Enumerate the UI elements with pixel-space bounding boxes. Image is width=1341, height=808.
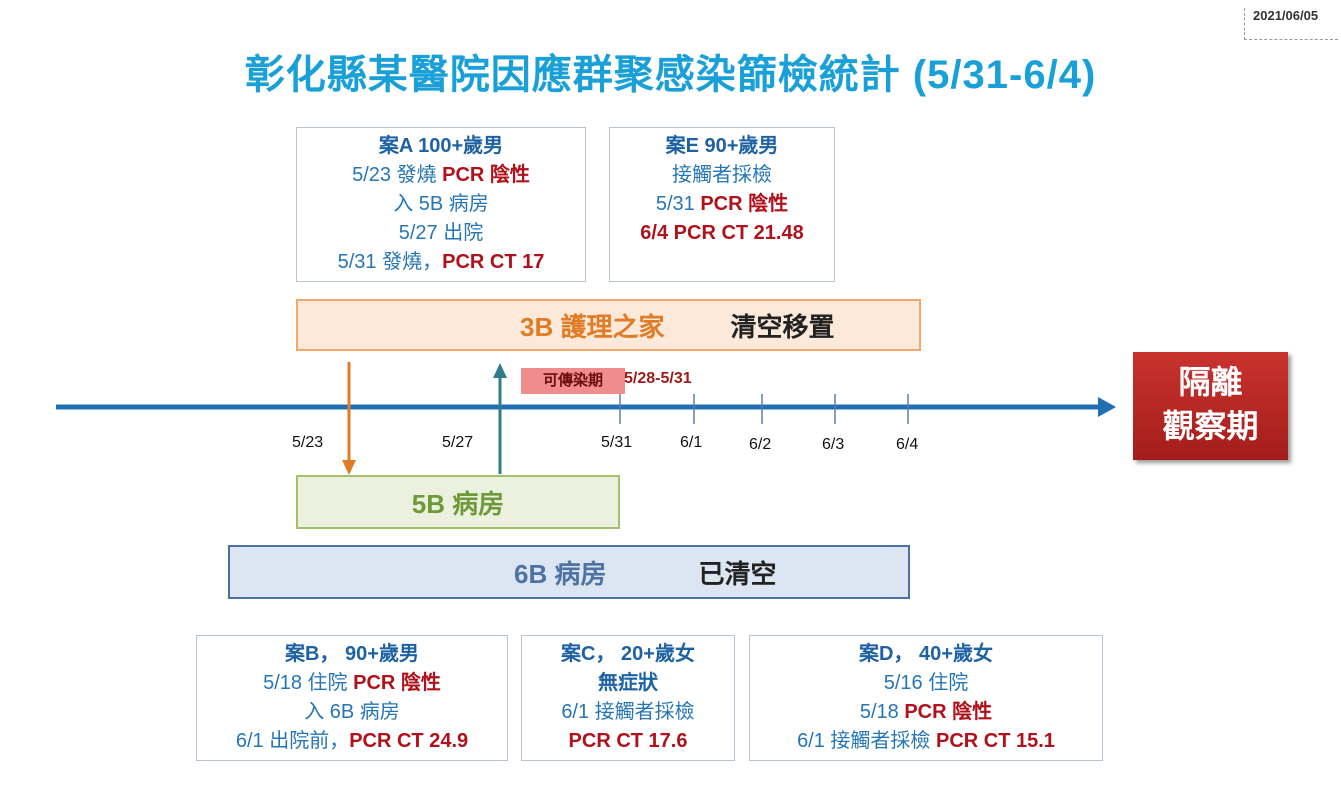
case-a-header: 案A 100+歲男 [378, 135, 504, 157]
case-c-line3: PCR CT 17.6 [568, 730, 688, 752]
tick-label: 6/2 [749, 436, 772, 453]
page-title: 彰化縣某醫院因應群聚感染篩檢統計 (5/31-6/4) [244, 53, 1097, 97]
case-b-line2: 入 6B 病房 [304, 701, 400, 723]
case-d-header: 案D， 40+歲女 [859, 643, 993, 665]
case-d-line1: 5/16 住院 [883, 672, 969, 694]
case-d-line2-date: 5/18 [859, 701, 899, 723]
case-b-line1-result: PCR 陰性 [353, 672, 441, 694]
case-b-line3: 6/1 出院前，PCR CT 24.9 [197, 727, 507, 756]
infectious-period-range: 5/28-5/31 [624, 370, 692, 387]
case-e-line2: 5/31 PCR 陰性 [610, 190, 834, 219]
case-b-header: 案B， 90+歲男 [285, 643, 419, 665]
case-d-line3-date: 6/1 接觸者採檢 [797, 730, 931, 752]
tick-label: 5/23 [292, 434, 324, 451]
transfer-arrow-down-head [342, 460, 356, 475]
case-a-card: 案A 100+歲男 5/23 發燒 PCR 陰性 入 5B 病房 5/27 出院… [296, 127, 586, 282]
case-c-header: 案C， 20+歲女 [561, 643, 695, 665]
case-e-line1: 接觸者採檢 [672, 164, 772, 186]
case-b-line3-result: PCR CT 24.9 [349, 730, 469, 752]
tick-label: 5/31 [601, 434, 633, 451]
case-e-line2-result: PCR 陰性 [700, 193, 789, 215]
case-d-line2: 5/18 PCR 陰性 [750, 698, 1102, 727]
case-d-line3-result: PCR CT 15.1 [935, 730, 1055, 752]
case-b-line3-date: 6/1 出院前， [235, 730, 350, 752]
ward-3b-band: 3B 護理之家 清空移置 [296, 299, 921, 351]
case-a-line4-date: 5/31 發燒， [337, 251, 443, 273]
ward-5b-band: 5B 病房 [296, 475, 620, 529]
case-e-line3-date: 6/4 [640, 222, 669, 244]
case-e-line3: 6/4 PCR CT 21.48 [610, 219, 834, 248]
quarantine-period-box: 隔離 觀察期 [1133, 352, 1288, 460]
ward-6b-band: 6B 病房 已清空 [228, 545, 910, 599]
ward-6b-name: 6B 病房 [514, 558, 607, 589]
case-e-line3-result: PCR CT 21.48 [673, 222, 804, 244]
case-a-line1: 5/23 發燒 PCR 陰性 [297, 161, 585, 190]
ward-6b-status: 已清空 [698, 558, 777, 589]
quarantine-line1: 隔離 [1178, 364, 1243, 400]
case-e-card: 案E 90+歲男 接觸者採檢 5/31 PCR 陰性 6/4 PCR CT 21… [609, 127, 835, 282]
ward-5b-name: 5B 病房 [411, 488, 505, 519]
case-a-line4-result: PCR CT 17 [442, 251, 545, 273]
case-b-line1: 5/18 住院 PCR 陰性 [197, 669, 507, 698]
transfer-arrow-up-head [493, 363, 507, 378]
tick-label: 5/27 [442, 434, 474, 451]
case-a-line1-result: PCR 陰性 [442, 164, 530, 186]
case-a-line1-date: 5/23 發燒 [352, 164, 437, 186]
case-d-line2-result: PCR 陰性 [904, 701, 993, 723]
tick-label: 6/4 [896, 436, 919, 453]
case-c-card: 案C， 20+歲女 無症狀 6/1 接觸者採檢 PCR CT 17.6 [521, 635, 735, 761]
case-d-line3: 6/1 接觸者採檢 PCR CT 15.1 [750, 727, 1102, 756]
date-stamp: 2021/06/05 [1244, 8, 1338, 40]
case-e-header: 案E 90+歲男 [665, 135, 779, 157]
quarantine-line2: 觀察期 [1162, 408, 1259, 444]
case-a-line2: 入 5B 病房 [393, 193, 489, 215]
case-d-card: 案D， 40+歲女 5/16 住院 5/18 PCR 陰性 6/1 接觸者採檢 … [749, 635, 1103, 761]
timeline-arrowhead [1098, 397, 1116, 417]
case-a-line3: 5/27 出院 [398, 222, 484, 244]
ward-3b-status: 清空移置 [730, 311, 835, 342]
tick-label: 6/3 [822, 436, 845, 453]
case-c-line2: 6/1 接觸者採檢 [561, 701, 695, 723]
ward-3b-name: 3B 護理之家 [520, 311, 665, 342]
case-c-line1: 無症狀 [598, 672, 658, 694]
case-e-line2-date: 5/31 [655, 193, 695, 215]
case-b-card: 案B， 90+歲男 5/18 住院 PCR 陰性 入 6B 病房 6/1 出院前… [196, 635, 508, 761]
tick-label: 6/1 [680, 434, 703, 451]
case-a-line4: 5/31 發燒，PCR CT 17 [297, 248, 585, 277]
case-b-line1-date: 5/18 住院 [263, 672, 348, 694]
infectious-period-badge: 可傳染期 [521, 368, 625, 394]
